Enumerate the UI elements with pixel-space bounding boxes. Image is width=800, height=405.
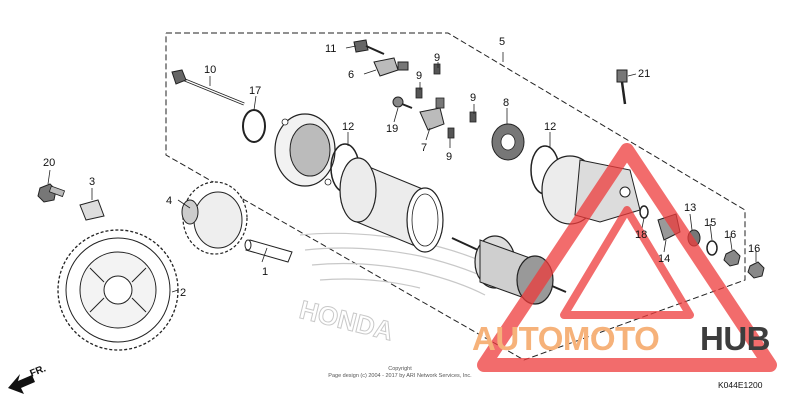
part-21-bolt[interactable] [616,69,628,105]
part-10-long-bolt[interactable] [171,69,245,106]
label-part-21[interactable]: 21 [638,68,651,80]
watermark-text-hub: HUB [700,320,771,357]
label-part-3[interactable]: 3 [89,176,96,188]
label-part-12-left[interactable]: 12 [342,121,355,133]
label-part-9-b[interactable]: 9 [416,70,423,82]
label-part-9-a[interactable]: 9 [434,52,441,64]
yoke-housing[interactable] [339,157,444,253]
label-part-15[interactable]: 15 [704,217,717,229]
part-4-idle-gear[interactable] [181,181,248,255]
label-part-17[interactable]: 17 [249,85,262,97]
label-part-7[interactable]: 7 [421,142,428,154]
label-part-4[interactable]: 4 [166,195,173,207]
label-part-9-c[interactable]: 9 [470,92,477,104]
honda-brand-mark: HONDA [297,294,397,346]
label-part-11[interactable]: 11 [325,43,337,55]
leader-lines [47,45,757,293]
copyright-line-2: Page design (c) 2004 - 2017 by ARI Netwo… [328,373,472,379]
label-part-14[interactable]: 14 [658,253,671,265]
part-16-nut-b[interactable] [747,261,765,279]
label-part-10[interactable]: 10 [204,64,217,76]
armature[interactable] [451,235,567,305]
label-part-20[interactable]: 20 [43,157,56,169]
label-part-16-a[interactable]: 16 [724,229,737,241]
part-17-o-ring[interactable] [242,109,266,143]
copyright-notice: Copyright Page design (c) 2004 - 2017 by… [300,366,500,380]
part-8-brush-holder[interactable] [491,123,525,161]
watermark-text-automoto: AUTOMOTO [472,320,660,357]
part-1-shaft[interactable] [244,239,293,263]
part-9-spring-b[interactable] [415,87,423,99]
part-2-gear[interactable] [57,229,179,351]
part-9-spring-c[interactable] [469,111,477,123]
front-direction-arrow [8,374,35,394]
label-part-6[interactable]: 6 [348,69,355,81]
front-cover[interactable] [274,113,336,187]
part-20-bolt[interactable] [37,183,66,203]
label-part-8[interactable]: 8 [503,97,510,109]
label-part-9-d[interactable]: 9 [446,151,453,163]
part-9-spring-d[interactable] [447,127,455,139]
part-3-clip[interactable] [79,199,105,221]
copyright-line-1: Copyright [388,366,412,372]
part-15-washer[interactable] [706,240,718,256]
label-part-1[interactable]: 1 [262,266,269,278]
label-part-13[interactable]: 13 [684,202,697,214]
part-16-nut-a[interactable] [723,249,741,267]
part-11-screw[interactable] [353,39,385,55]
diagram-code: K044E1200 [718,380,763,390]
watermark-triangle [477,143,777,372]
label-part-19[interactable]: 19 [386,123,399,135]
label-part-18[interactable]: 18 [635,229,648,241]
label-part-2[interactable]: 2 [180,287,187,299]
label-part-12-right[interactable]: 12 [544,121,557,133]
part-6-brush[interactable] [373,57,409,77]
part-9-spring-a[interactable] [433,63,441,75]
label-part-16-b[interactable]: 16 [748,243,761,255]
label-part-5[interactable]: 5 [499,36,506,48]
part-19-screw[interactable] [392,96,413,109]
part-18-washer[interactable] [639,205,649,219]
part-7-brush-terminal[interactable] [419,97,445,131]
assembly-boundary [165,32,746,361]
